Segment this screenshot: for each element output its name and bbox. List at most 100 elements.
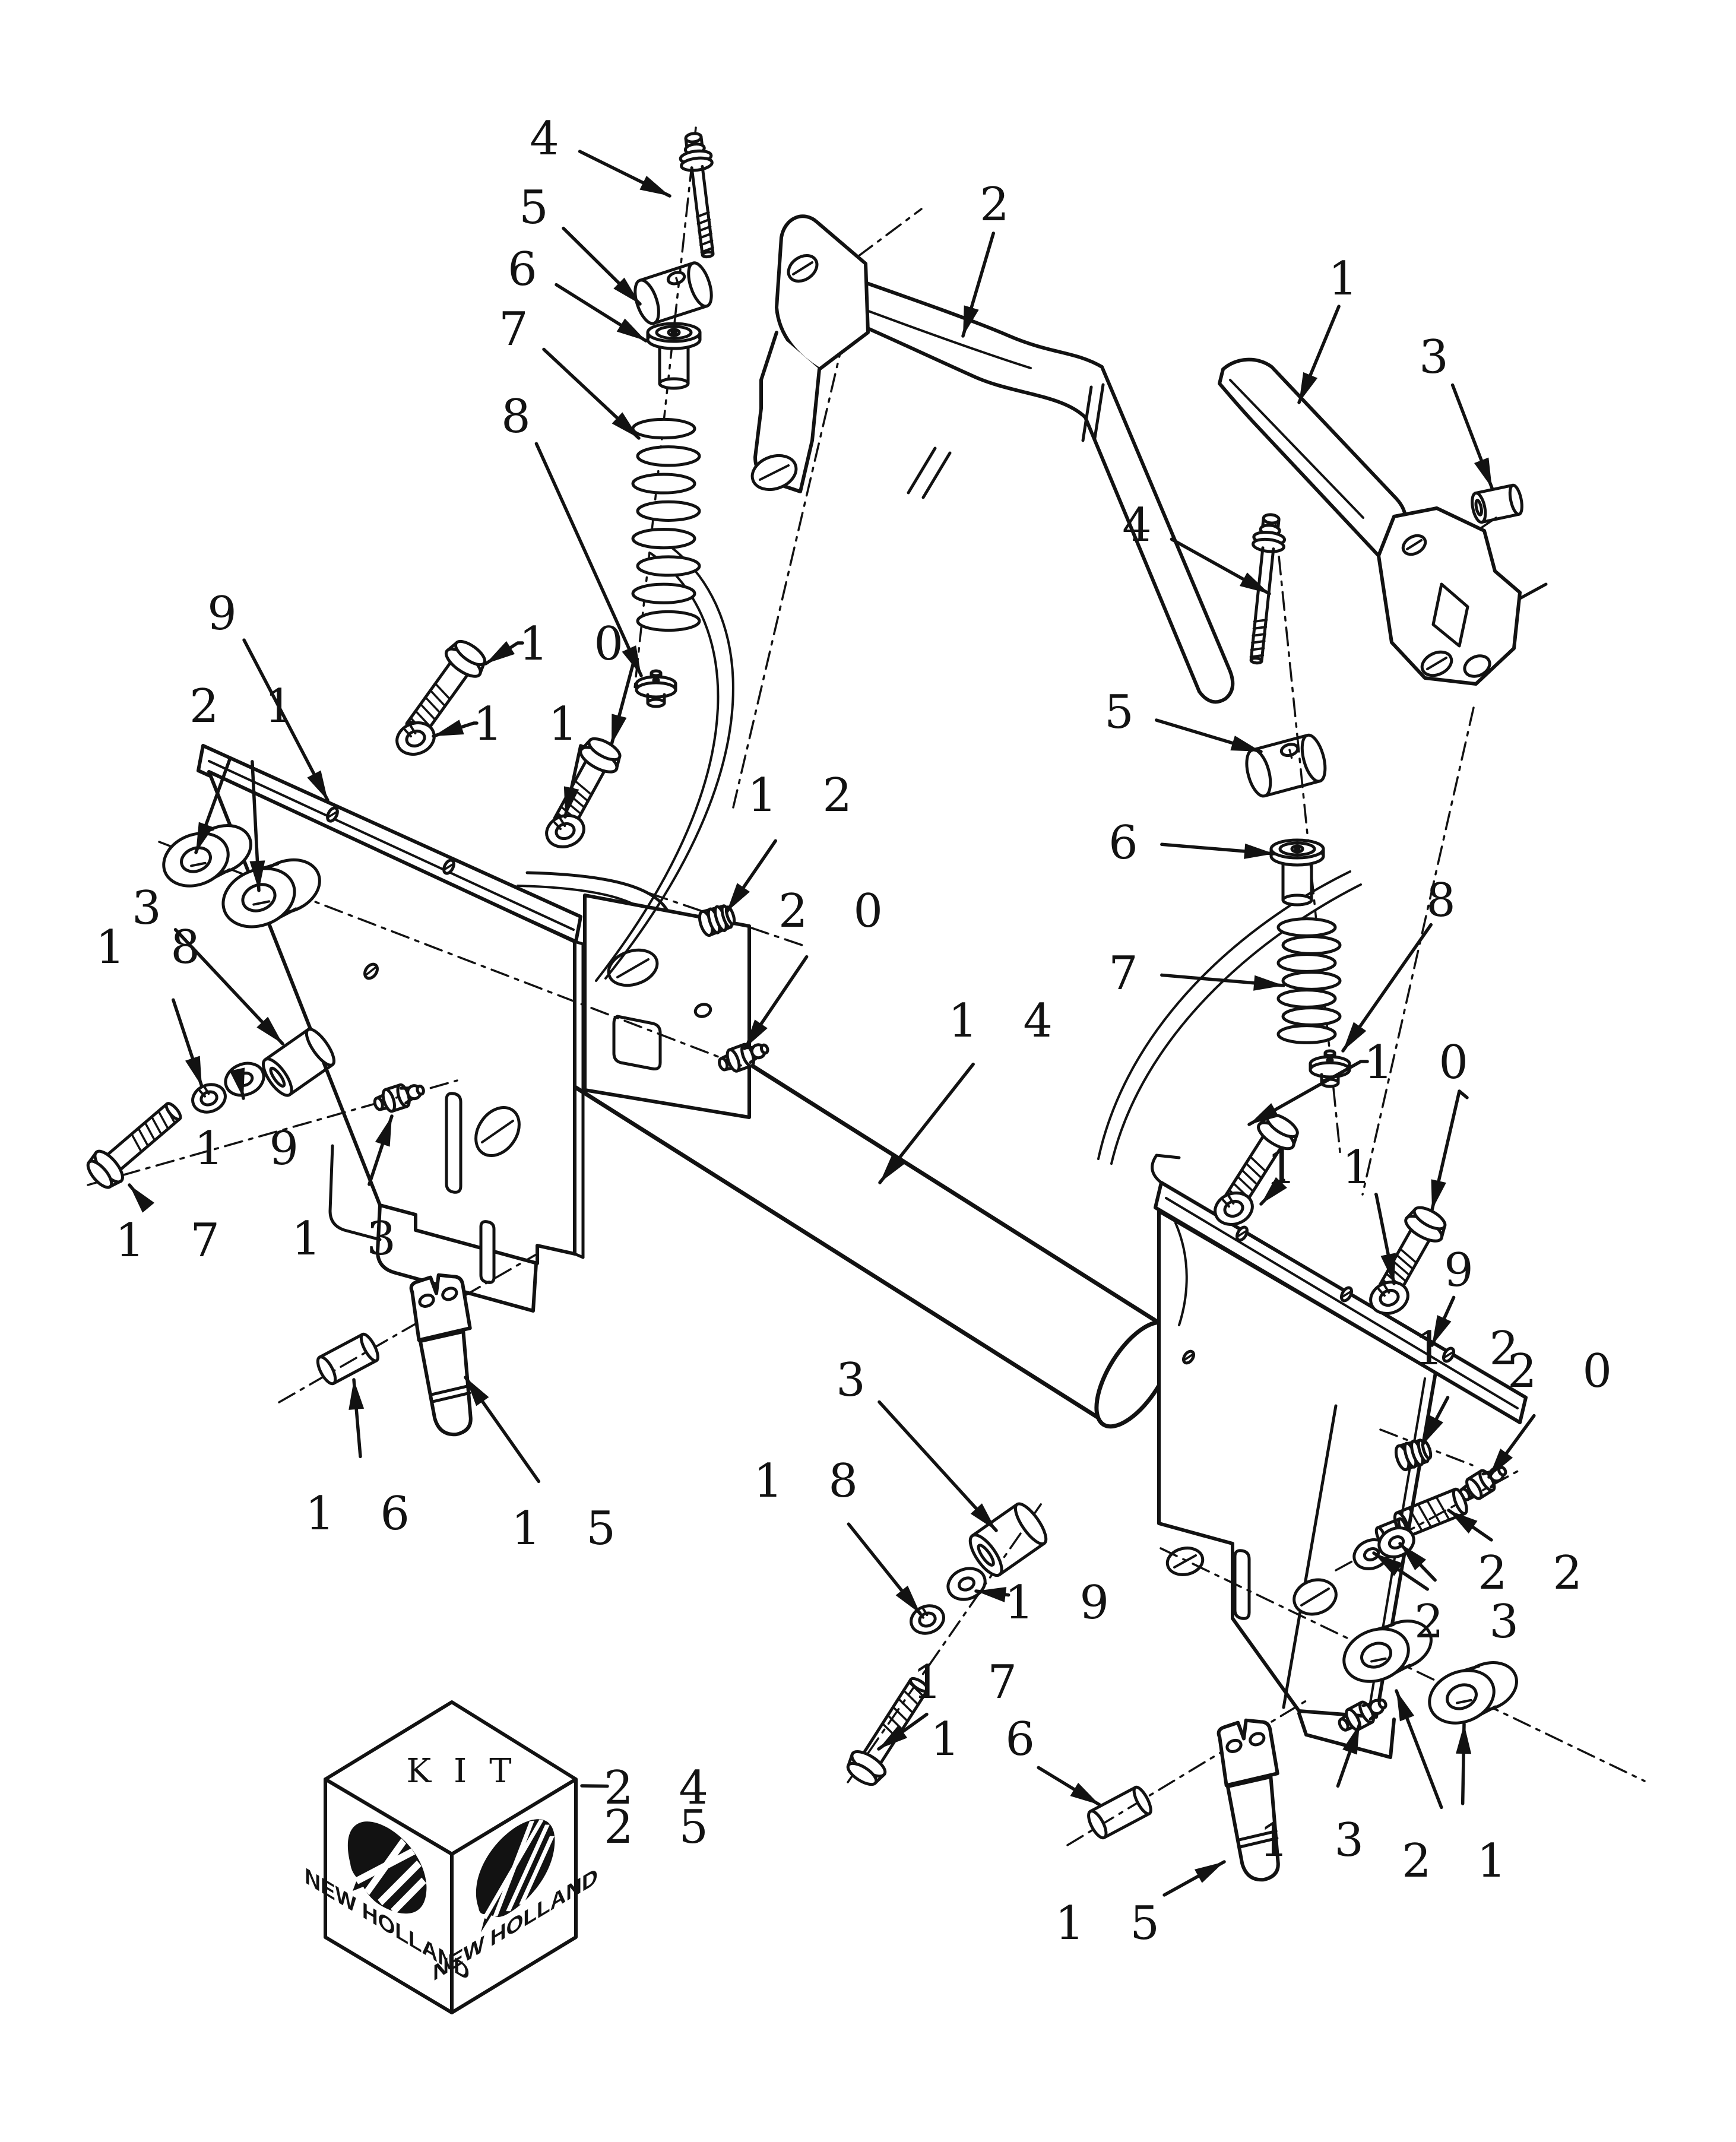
part-number-callout: 1 9 [1005, 1576, 1124, 1630]
leader-line-8 [534, 442, 643, 677]
arrowhead [1342, 1724, 1360, 1755]
leader-line-10 [1430, 1089, 1469, 1212]
part-number-callout: 2 2 [1478, 1547, 1598, 1600]
arrowhead [375, 1116, 392, 1147]
part-number-callout: 1 5 [1055, 1897, 1175, 1950]
part-number-callout: 8 [1426, 874, 1471, 927]
arrowhead [1244, 843, 1274, 859]
part-15-handle-left [409, 1273, 473, 1437]
arrowhead [229, 1067, 245, 1098]
part-number-callout: 1 3 [1259, 1814, 1379, 1867]
part-11-lockwasher-left-b [545, 814, 585, 848]
arrowhead [196, 822, 214, 853]
part-number-callout: 2 5 [604, 1801, 724, 1854]
arrowhead [1431, 1179, 1446, 1210]
part-3-spacer-bottom [968, 1502, 1048, 1577]
wire-rod-left [595, 541, 734, 982]
arrowhead [1400, 1544, 1427, 1571]
part-number-callout: 1 8 [753, 1455, 873, 1508]
arrowhead [1456, 1724, 1472, 1754]
part-number-callout: 1 5 [511, 1502, 631, 1555]
part-number-callout: 1 [1328, 252, 1373, 306]
arrowhead [976, 1587, 1007, 1602]
part-13-grease-fitting-left [373, 1083, 425, 1113]
arrowhead [307, 770, 328, 800]
part-3-spacer-top-right [1471, 483, 1523, 524]
part-number-callout: 3 [836, 1354, 881, 1407]
part-number-callout: 4 [1122, 499, 1167, 552]
part-number-callout: 3 [1419, 331, 1464, 384]
part-number-callout: 7 [499, 303, 544, 356]
leader-line-10 [1247, 1060, 1369, 1126]
arrowhead [486, 641, 515, 664]
part-11-lockwasher-right-b [1369, 1281, 1409, 1315]
arrowhead [1230, 736, 1261, 752]
part-21-bushing-left-b [221, 858, 321, 929]
part-number-callout: 1 4 [948, 994, 1068, 1048]
arrowhead [249, 860, 265, 891]
part-number-callout: 8 [501, 390, 546, 443]
arrowhead [970, 1503, 996, 1531]
arrowhead [1432, 1315, 1452, 1345]
part-number-callout: 1 2 [747, 769, 867, 822]
part-15-handle-right [1217, 1718, 1280, 1882]
part-number-callout: 2 0 [1507, 1345, 1627, 1398]
part-3-spacer-left [262, 1028, 335, 1097]
part-7-spring-left [631, 417, 701, 632]
part-number-callout: 1 7 [913, 1656, 1032, 1709]
part-number-callout: 2 1 [189, 680, 309, 733]
arrowhead [616, 318, 646, 341]
part-11-lockwasher-left-a [395, 721, 436, 756]
arrowhead [1489, 1448, 1513, 1477]
part-number-callout: 2 0 [778, 885, 898, 938]
part-21-bushing-right-a [1342, 1620, 1433, 1683]
part-number-callout: 9 [207, 587, 252, 641]
leader-line-9 [242, 638, 330, 802]
part-number-callout: 7 [1108, 947, 1154, 1000]
part-number-callout: 1 9 [194, 1122, 314, 1175]
part-17-bolt-bottom [846, 1677, 929, 1786]
part-2-lever [750, 214, 1235, 704]
part-16-pin-left [316, 1332, 379, 1386]
part-number-callout: 1 3 [292, 1212, 411, 1266]
part-6-bushing-right [1269, 838, 1325, 907]
arrowhead [1449, 1510, 1478, 1534]
part-12-setscrew-left [698, 904, 736, 937]
part-21-bushing-right-b [1428, 1661, 1518, 1725]
arrowhead [745, 1019, 768, 1048]
part-number-callout: 2 3 [1414, 1595, 1534, 1649]
arrowhead [1261, 1177, 1287, 1204]
arrowhead [1194, 1862, 1224, 1883]
arrowhead [256, 1016, 283, 1044]
part-16-pin-right [1087, 1785, 1152, 1840]
part-12-setscrew-right [1394, 1438, 1433, 1472]
part-number-callout: 1 1 [473, 698, 593, 751]
part-number-callout: 1 7 [115, 1214, 235, 1268]
arrowhead [895, 1585, 920, 1614]
part-9-bracket-left [197, 744, 751, 1313]
part-number-callout: 1 0 [1364, 1036, 1484, 1089]
arrowhead [612, 714, 627, 744]
part-4-stud-left [679, 132, 715, 259]
arrowhead [963, 305, 979, 336]
kit-box: KIT NEW HOLLAND NEW HOLLAND [305, 1700, 598, 2014]
part-1-lever [1218, 357, 1548, 686]
arrowhead [1374, 1553, 1403, 1576]
part-20-grease-fitting-right [1459, 1465, 1507, 1501]
arrowhead [1423, 1415, 1443, 1445]
part-9-bracket-right [1151, 1154, 1528, 1759]
arrowhead [1380, 1253, 1396, 1284]
part-number-callout: 5 [519, 181, 564, 235]
arrowhead [1239, 572, 1269, 594]
arrowhead [1249, 1103, 1279, 1124]
part-18-lockwasher-left [191, 1083, 227, 1114]
part-5-trunnion-left [633, 261, 713, 325]
part-17-bolt-left [86, 1102, 182, 1189]
arrowhead [727, 883, 750, 912]
leader-line-11 [1374, 1193, 1396, 1285]
part-8-retainer-right [1309, 1049, 1351, 1088]
arrowhead [1253, 975, 1284, 991]
part-number-callout: 6 [1108, 816, 1154, 870]
